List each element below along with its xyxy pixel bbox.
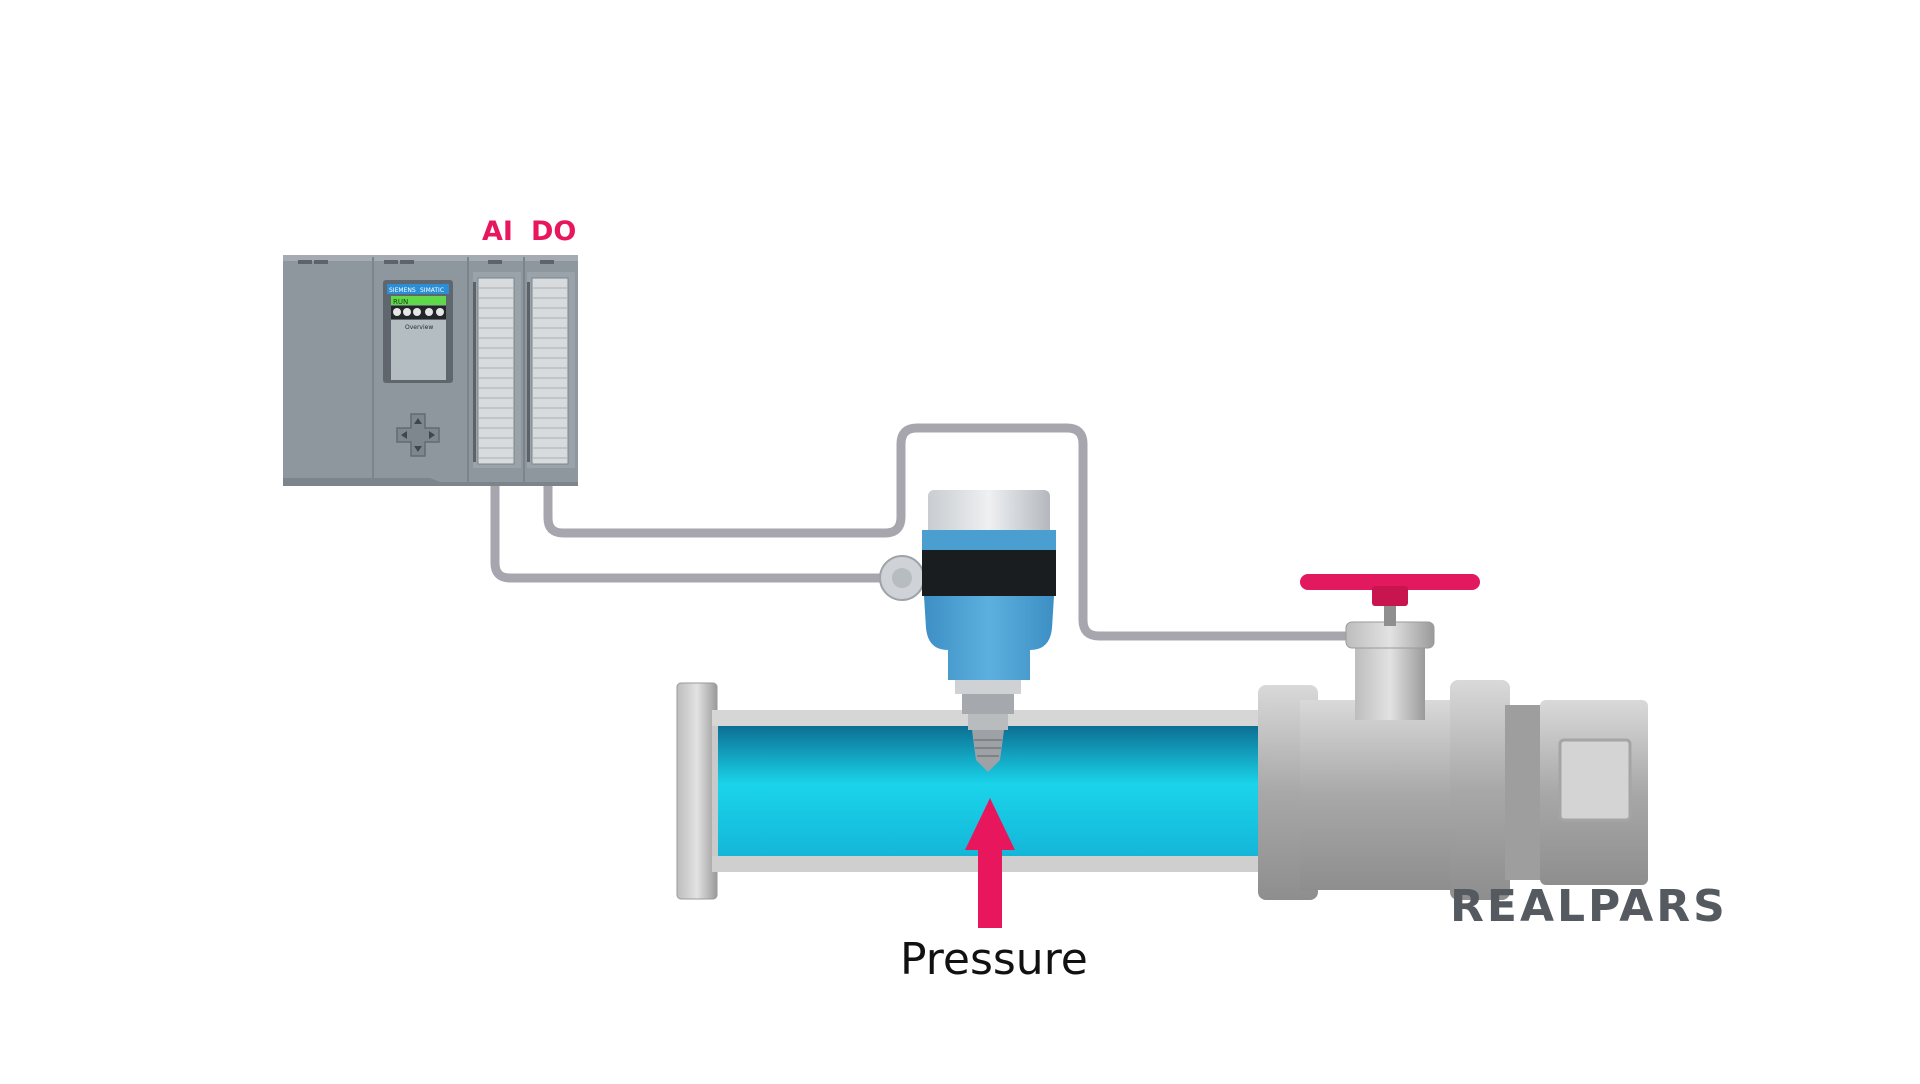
pressure-label: Pressure: [900, 934, 1088, 985]
plc-status-text: RUN: [393, 298, 408, 306]
dpad-icon: [396, 413, 440, 457]
ball-valve: [1258, 574, 1648, 900]
do-module-label: DO: [531, 216, 577, 247]
ai-module: [473, 272, 521, 468]
plc-model-text: SIMATIC: [420, 287, 444, 294]
valve-handle: [1300, 574, 1480, 590]
up-arrow-icon: [965, 798, 1015, 928]
ai-module-label: AI: [482, 216, 513, 247]
brand-logo: REALPARS: [1450, 881, 1728, 932]
do-module: [527, 272, 575, 468]
plc-screen-text: Overview: [405, 324, 433, 331]
signal-cables: [490, 423, 1365, 641]
ai-cable: [490, 477, 905, 583]
pressure-transmitter: [879, 490, 1056, 772]
plc-controller: SIEMENS SIMATIC RUN Overview: [283, 255, 578, 486]
plc-display: SIEMENS SIMATIC RUN Overview: [383, 280, 453, 383]
plc-brand-text: SIEMENS: [389, 287, 416, 294]
do-cable: [543, 423, 1365, 641]
run-indicator: [391, 296, 446, 305]
